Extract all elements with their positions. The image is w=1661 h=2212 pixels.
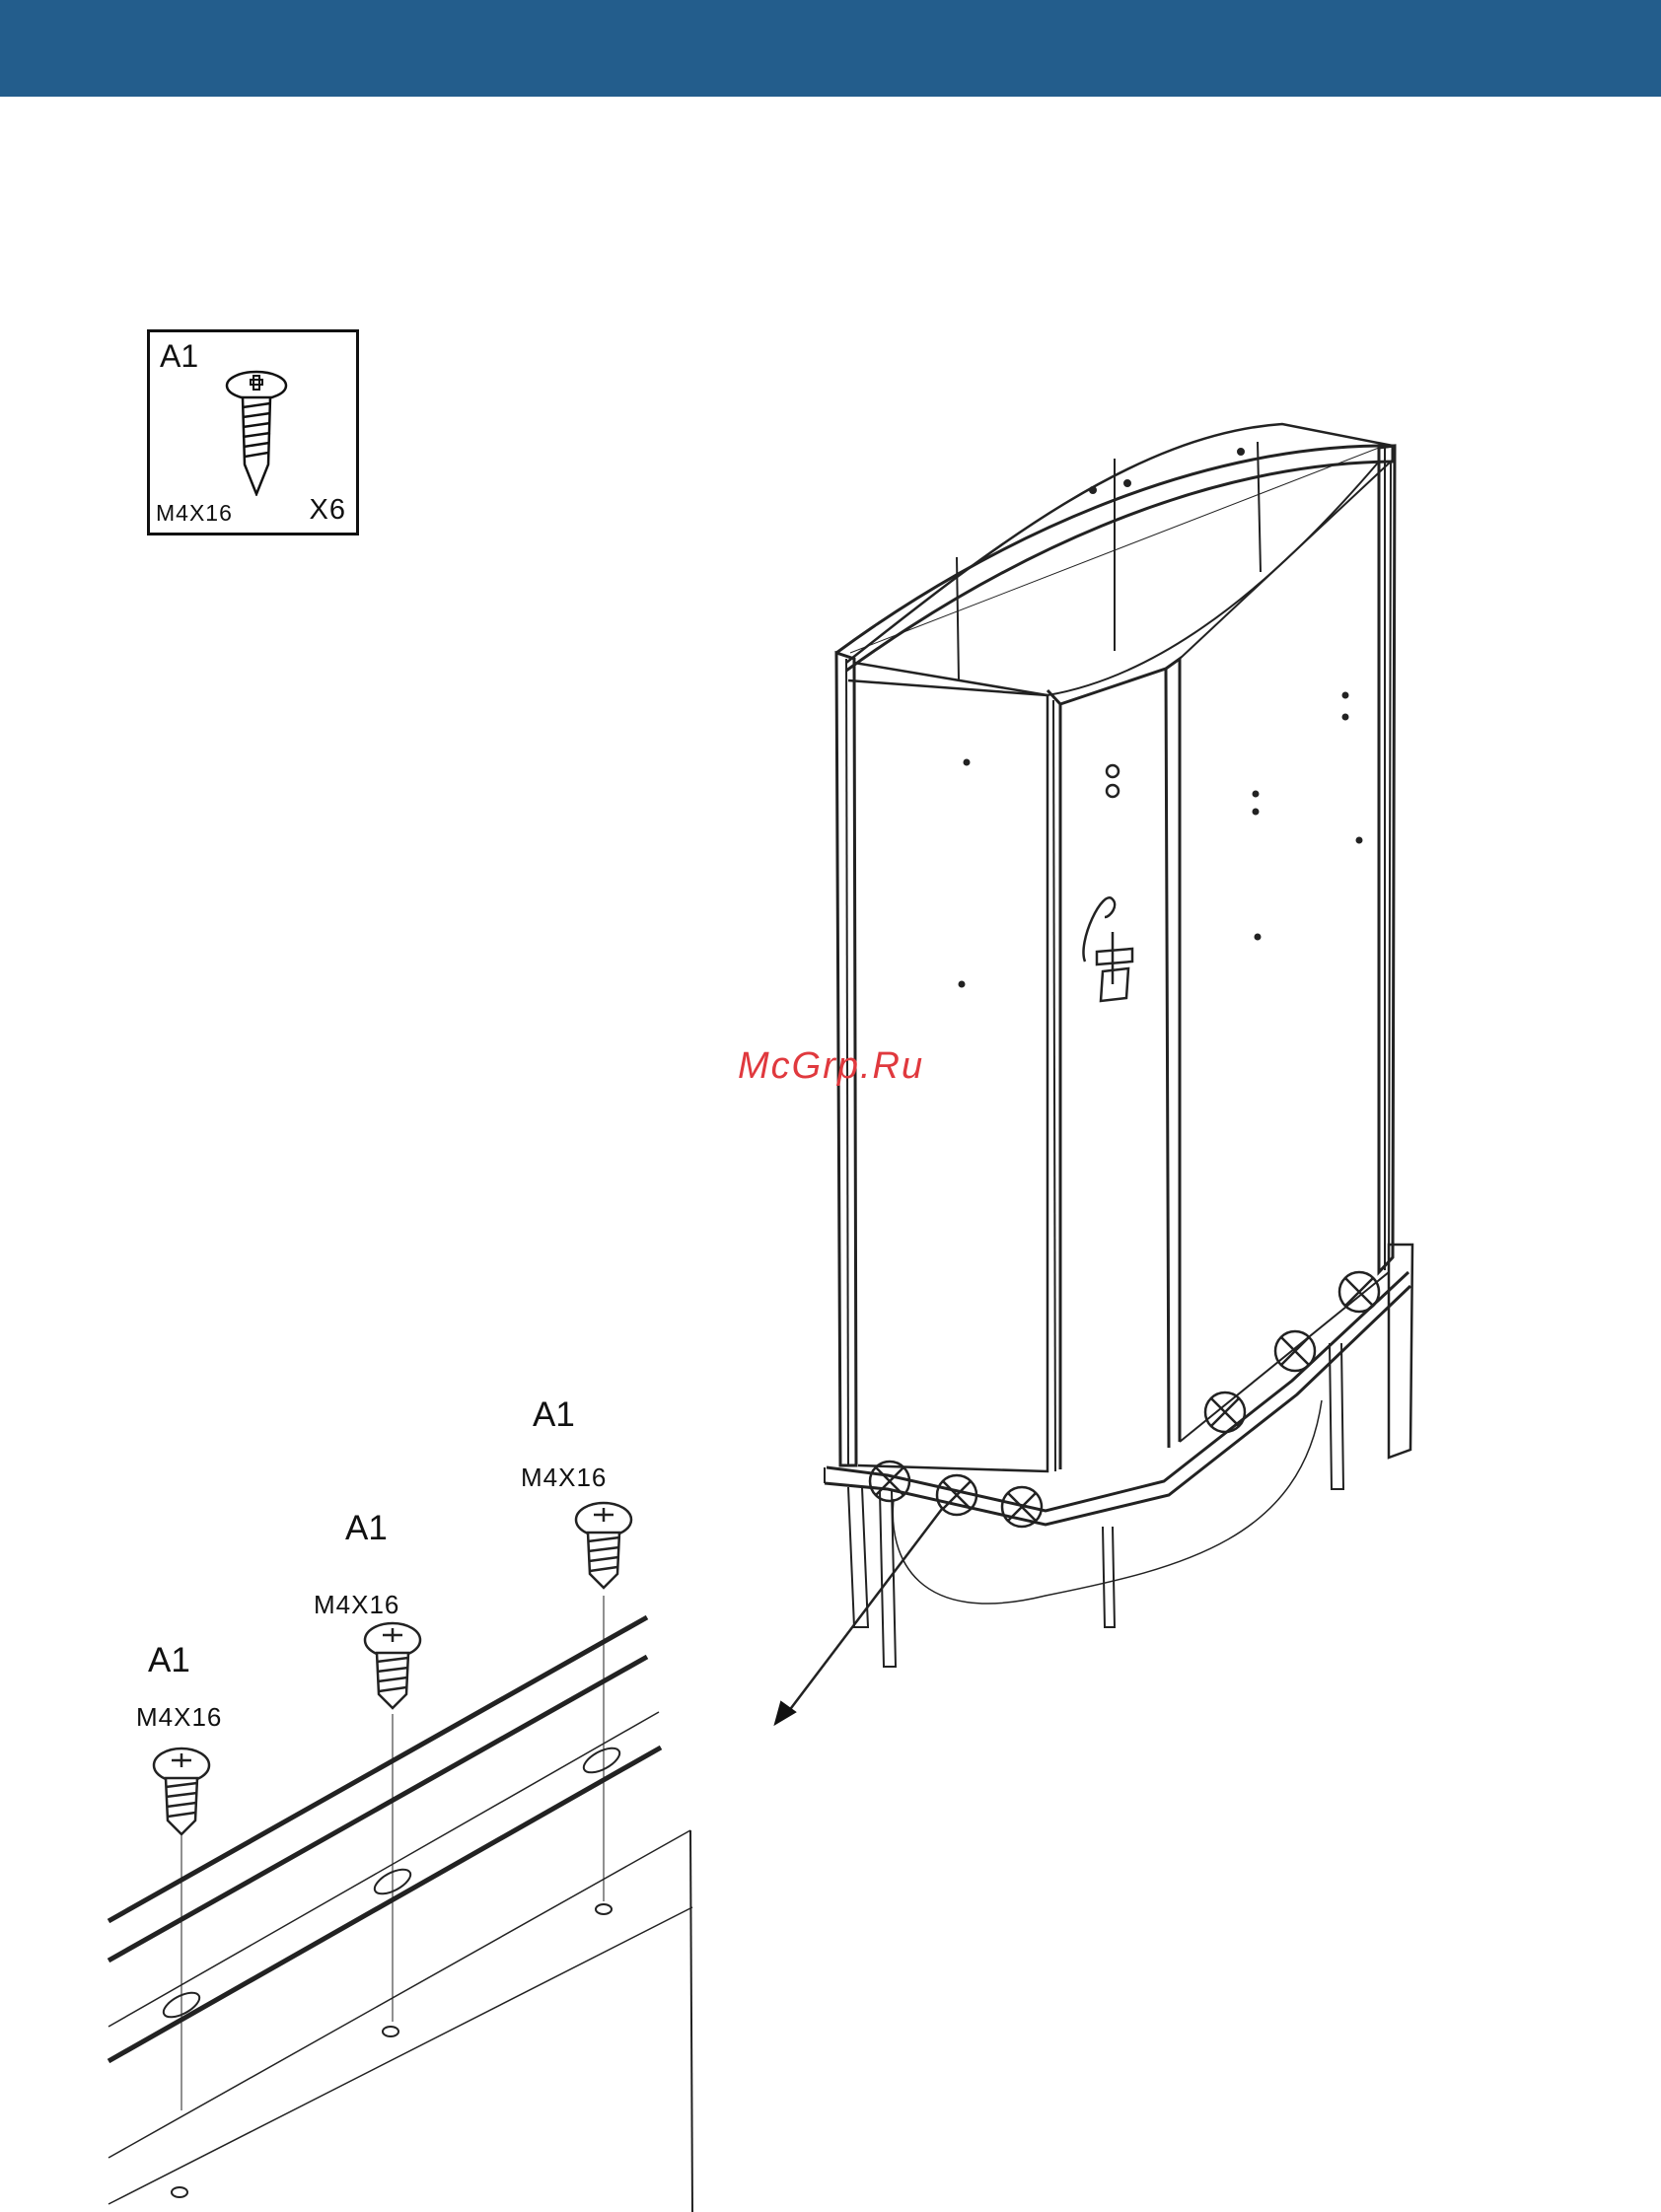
screw-icon bbox=[576, 1503, 631, 1588]
shower-valve bbox=[1083, 765, 1132, 1001]
callout-size: M4X16 bbox=[314, 1590, 399, 1620]
base-rail bbox=[827, 1272, 1408, 1511]
right-post bbox=[1379, 446, 1395, 1272]
screw-icon bbox=[154, 1748, 209, 1834]
screw-icon bbox=[365, 1623, 420, 1708]
callout-part-id: A1 bbox=[533, 1395, 575, 1435]
watermark: McGrp.Ru bbox=[738, 1045, 924, 1088]
callout-part-id: A1 bbox=[345, 1509, 388, 1548]
callout-size: M4X16 bbox=[521, 1463, 607, 1493]
center-door bbox=[1047, 659, 1180, 1469]
screw-marker bbox=[1275, 1331, 1315, 1371]
screw-marker bbox=[1339, 1272, 1379, 1312]
callout-size: M4X16 bbox=[136, 1702, 222, 1733]
callout-part-id: A1 bbox=[148, 1641, 190, 1680]
screw-marker bbox=[1205, 1392, 1245, 1432]
